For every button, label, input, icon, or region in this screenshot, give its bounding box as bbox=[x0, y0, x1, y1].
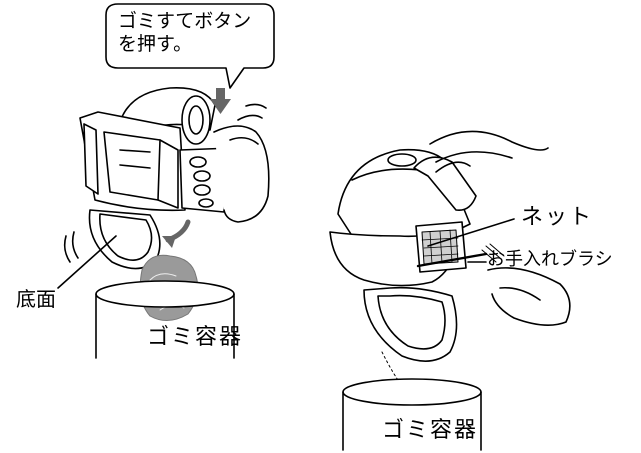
callout-text: ゴミすてボタン を押す。 bbox=[118, 10, 252, 55]
callout-bubble bbox=[105, 3, 275, 89]
bottom-label: 底面 bbox=[16, 287, 56, 311]
dust-bin-right-label: ゴミ容器 bbox=[382, 418, 479, 443]
dust-bin-right bbox=[342, 378, 482, 451]
dust-bin-left-label: ゴミ容器 bbox=[147, 325, 244, 350]
bottom-leader-line bbox=[57, 235, 117, 289]
cleaner-body-right bbox=[329, 130, 571, 387]
cleaner-body-left bbox=[63, 87, 270, 270]
net-label: ネット bbox=[521, 205, 594, 230]
brush-label: お手入れブラシ bbox=[487, 249, 613, 270]
push-arrow bbox=[210, 88, 231, 114]
net-leader-line bbox=[427, 218, 515, 247]
dust-bin-left bbox=[95, 280, 235, 359]
open-arrow bbox=[162, 219, 191, 248]
